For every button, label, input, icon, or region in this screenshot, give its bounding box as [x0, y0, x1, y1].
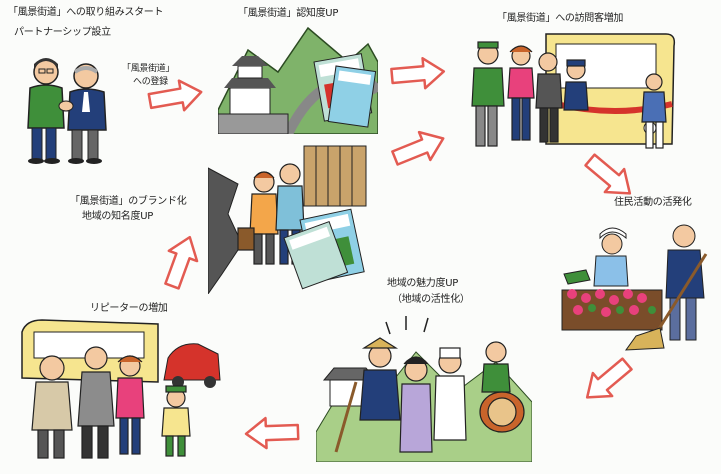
caption-registration-1: 「風景街道」 [122, 64, 175, 74]
caption-step7-2: 地域の知名度UP [82, 211, 153, 222]
arrow-attractiveness-repeaters [244, 415, 300, 451]
caption-step7-1: 「風景街道」のブランド化 [70, 196, 187, 207]
arrow-awareness-visitors [389, 55, 447, 93]
caption-step3: 「風景街道」への訪問客増加 [497, 13, 624, 24]
handshake-illustration [14, 42, 114, 166]
repeaters-illustration [18, 318, 224, 462]
festival-illustration [316, 312, 532, 462]
tourists-bus-illustration [466, 26, 676, 158]
caption-step4: 住民活動の活発化 [614, 197, 692, 208]
gardening-illustration [556, 214, 718, 354]
arrow-residents-attractiveness [576, 351, 638, 411]
caption-step6: リピーターの増加 [90, 303, 168, 314]
arrow-repeaters-brand [156, 230, 206, 293]
caption-step1-title: 「風景街道」への取り組みスタート [8, 7, 164, 18]
caption-step2: 「風景街道」認知度UP [238, 8, 339, 19]
caption-step1-sub: パートナーシップ設立 [14, 27, 111, 38]
caption-step5-2: （地域の活性化） [392, 294, 470, 305]
arrow-registration [146, 75, 206, 118]
arrow-brand-visitors [388, 123, 451, 174]
brand-guidebook-illustration [208, 144, 372, 294]
caption-step5-1: 地域の魅力度UP [387, 278, 458, 289]
caption-registration-2: への登録 [133, 77, 168, 87]
castle-road-illustration [218, 22, 378, 134]
